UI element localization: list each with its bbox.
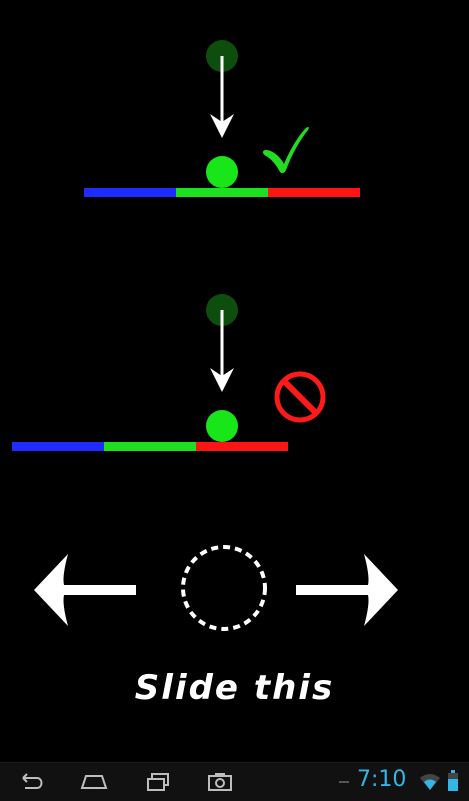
landed-ball [206, 410, 238, 442]
arrow-left-icon [34, 554, 136, 626]
bar-segment-red [268, 188, 360, 197]
prohibited-icon [274, 371, 326, 423]
back-button[interactable] [6, 763, 54, 801]
back-icon [22, 773, 43, 789]
demo-wrong [0, 280, 469, 480]
battery-icon [448, 770, 458, 791]
bar-segment-green [176, 188, 268, 197]
status-area: 7:10 [329, 763, 469, 801]
landed-ball [206, 156, 238, 188]
clock: 7:10 [357, 767, 407, 792]
home-icon [80, 775, 108, 789]
notification-dash [339, 781, 349, 783]
screenshot-button[interactable] [196, 763, 244, 801]
drop-arrow-head [210, 368, 234, 392]
system-nav-bar: 7:10 [0, 762, 469, 801]
demo-wrong-canvas [12, 294, 326, 451]
camera-icon [208, 773, 232, 791]
demo-correct-canvas [84, 40, 360, 197]
wifi-icon [420, 774, 440, 790]
game-screen: Slide this [0, 0, 469, 708]
recent-apps-icon [147, 773, 169, 791]
recent-apps-button[interactable] [134, 763, 182, 801]
drop-arrow-head [210, 114, 234, 138]
bar-segment-blue [12, 442, 104, 451]
bar-segment-blue [84, 188, 176, 197]
home-button[interactable] [70, 763, 118, 801]
instruction-label: Slide this [134, 668, 335, 708]
slider-handle[interactable] [181, 545, 267, 631]
arrow-right-icon [296, 554, 398, 626]
bar-segment-green [104, 442, 196, 451]
slider-canvas [34, 545, 398, 631]
bar-segment-red [196, 442, 288, 451]
slider-control [0, 540, 469, 640]
demo-correct [0, 0, 469, 220]
checkmark-icon [263, 126, 309, 174]
